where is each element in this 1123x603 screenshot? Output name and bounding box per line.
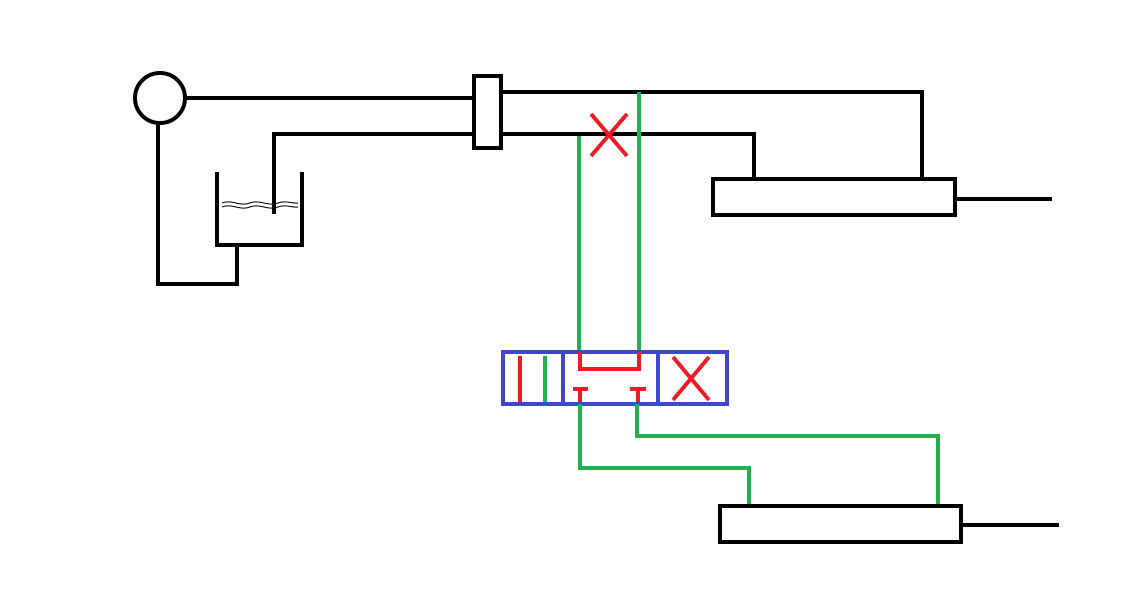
directional-valve (501, 350, 729, 406)
valve-output-line-a (578, 404, 751, 506)
valve-output-line-b (635, 404, 940, 506)
valve-center-stop-left (573, 387, 588, 402)
upper-cylinder (711, 177, 1052, 217)
pump-suction-line (156, 121, 239, 286)
cylinder-icon (718, 504, 963, 544)
valve-body (501, 350, 729, 406)
valve-center-top (578, 352, 641, 371)
tank-icon (215, 172, 304, 247)
pump-circle-icon (133, 71, 187, 125)
fluid-level-icon-2 (221, 205, 299, 209)
reservoir (215, 172, 304, 247)
valve-right-cross-b (671, 355, 711, 402)
rect-block-icon (472, 74, 503, 150)
cylinder-icon (711, 177, 957, 217)
return-line (272, 132, 476, 214)
fluid-level-icon (221, 201, 299, 205)
lower-cylinder (718, 504, 1059, 544)
upper-cylinder-line-b (499, 132, 756, 182)
pump (133, 71, 187, 125)
upper-cylinder-line-a (499, 90, 924, 182)
valve-center-stop-right (630, 387, 646, 402)
x-mark-icon (589, 112, 629, 158)
